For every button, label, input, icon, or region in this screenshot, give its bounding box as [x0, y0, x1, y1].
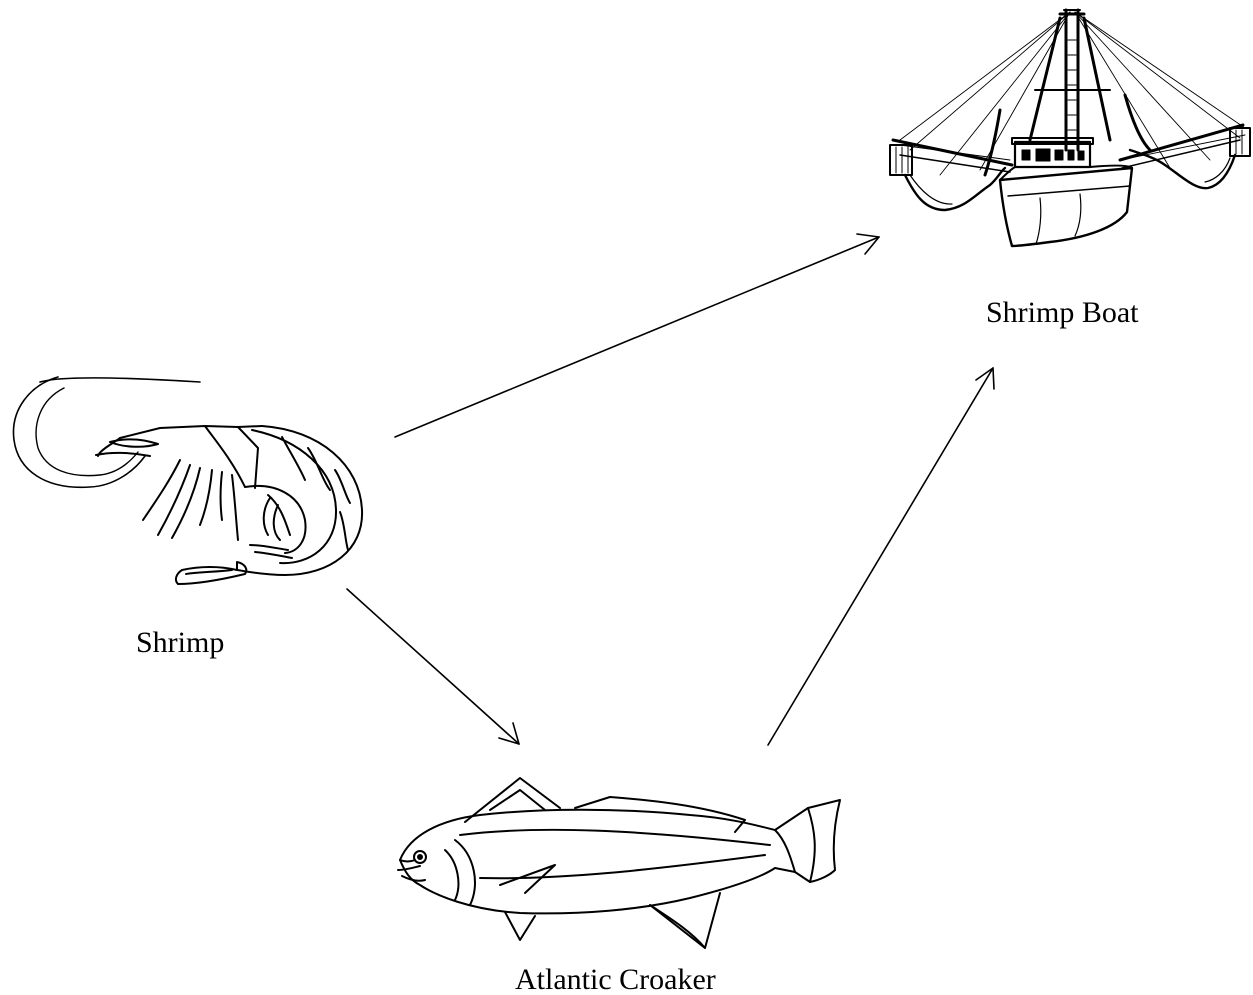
shrimp-label: Shrimp [136, 626, 224, 660]
arrow-atlantic-croaker-to-shrimp-boat [768, 368, 994, 745]
atlantic-croaker-icon [398, 778, 840, 948]
shrimp-icon [13, 377, 362, 584]
arrow-shrimp-to-shrimp-boat [395, 234, 879, 437]
shrimp-boat-label: Shrimp Boat [986, 296, 1139, 330]
atlantic-croaker-label: Atlantic Croaker [515, 963, 716, 995]
arrow-shrimp-to-atlantic-croaker [347, 589, 519, 744]
shrimp-boat-icon [890, 10, 1250, 246]
